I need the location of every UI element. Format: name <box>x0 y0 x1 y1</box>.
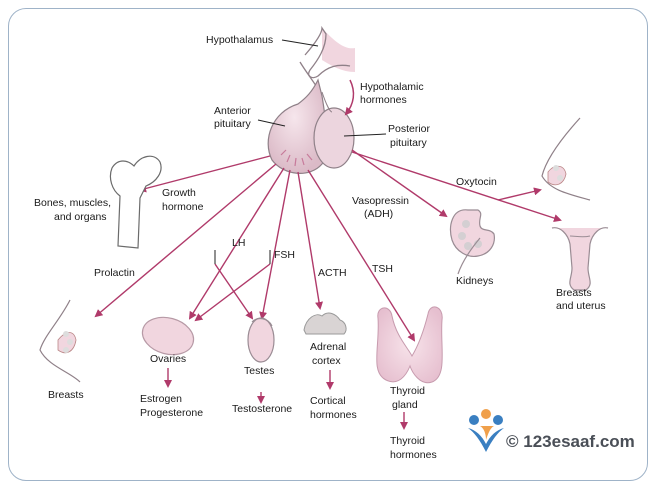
label-tsh: TSH <box>372 263 393 275</box>
label-thyroid-output-2: hormones <box>390 449 437 461</box>
label-hypothalamic-hormones-1: Hypothalamic <box>360 81 424 93</box>
adrenal-illustration <box>303 312 347 335</box>
label-vasopressin-1: Vasopressin <box>352 195 409 207</box>
breast-right-illustration <box>541 117 591 201</box>
label-posterior-pituitary-2: pituitary <box>390 137 428 149</box>
label-anterior-pituitary-2: pituitary <box>214 118 252 130</box>
label-oxytocin: Oxytocin <box>456 176 497 188</box>
label-posterior-pituitary-1: Posterior <box>388 123 431 135</box>
oxytocin-uterus-arrow <box>351 151 562 222</box>
prolactin-arrow <box>94 163 277 318</box>
diagram-frame <box>8 8 648 481</box>
label-breasts: Breasts <box>48 389 84 401</box>
lh-fsh-ticks <box>214 250 271 264</box>
acth-arrow <box>297 171 323 310</box>
label-adrenal-output-1: Cortical <box>310 395 346 407</box>
label-vasopressin-2: (ADH) <box>364 208 393 220</box>
uterus-illustration <box>551 227 609 291</box>
label-kidneys: Kidneys <box>456 275 493 287</box>
label-ovaries-output-1: Estrogen <box>140 393 182 405</box>
label-testes-output: Testosterone <box>232 403 292 415</box>
fsh-testes-arrow <box>259 169 291 320</box>
hormone-arrows <box>94 149 562 430</box>
breast-left-illustration <box>39 299 81 383</box>
lh-ovaries-arrow <box>188 167 285 320</box>
leader-lines <box>257 39 387 137</box>
thyroid-illustration <box>376 306 443 384</box>
label-fsh: FSH <box>274 249 295 261</box>
oxytocin-breast-arrow <box>497 187 542 201</box>
label-bones-2: and organs <box>54 211 107 223</box>
hypothalamus-illustration <box>299 25 355 93</box>
label-thyroid-1: Thyroid <box>390 385 425 397</box>
label-prolactin: Prolactin <box>94 267 135 279</box>
label-bones-1: Bones, muscles, <box>34 197 111 209</box>
ovary-illustration <box>141 316 195 356</box>
label-breasts-uterus-2: and uterus <box>556 300 606 312</box>
growth-hormone-arrow <box>138 155 271 193</box>
label-hypothalamus: Hypothalamus <box>206 34 273 46</box>
label-thyroid-2: gland <box>392 399 418 411</box>
vasopressin-arrow <box>351 149 448 218</box>
hypothalamic-hormones-arrow <box>344 79 355 116</box>
pituitary-illustration <box>267 78 355 174</box>
kidney-illustration <box>449 209 495 275</box>
label-ovaries: Ovaries <box>150 353 186 365</box>
bone-illustration <box>109 155 162 249</box>
fsh-ovaries-arrow <box>194 263 271 322</box>
label-anterior-pituitary-1: Anterior <box>214 105 251 117</box>
label-adrenal-2: cortex <box>312 355 341 367</box>
label-thyroid-output-1: Thyroid <box>390 435 425 447</box>
label-adrenal-output-2: hormones <box>310 409 357 421</box>
tsh-arrow <box>307 169 416 342</box>
label-growth-hormone-1: Growth <box>162 187 196 199</box>
label-hypothalamic-hormones-2: hormones <box>360 94 407 106</box>
label-acth: ACTH <box>318 267 347 279</box>
label-breasts-uterus-1: Breasts <box>556 287 592 299</box>
label-testes: Testes <box>244 365 274 377</box>
label-lh: LH <box>232 237 245 249</box>
watermark-logo-icon <box>468 409 504 452</box>
label-growth-hormone-2: hormone <box>162 201 204 213</box>
testis-illustration <box>247 317 275 363</box>
label-adrenal-1: Adrenal <box>310 341 346 353</box>
watermark-text: © 123esaaf.com <box>506 432 635 451</box>
label-ovaries-output-2: Progesterone <box>140 407 203 419</box>
